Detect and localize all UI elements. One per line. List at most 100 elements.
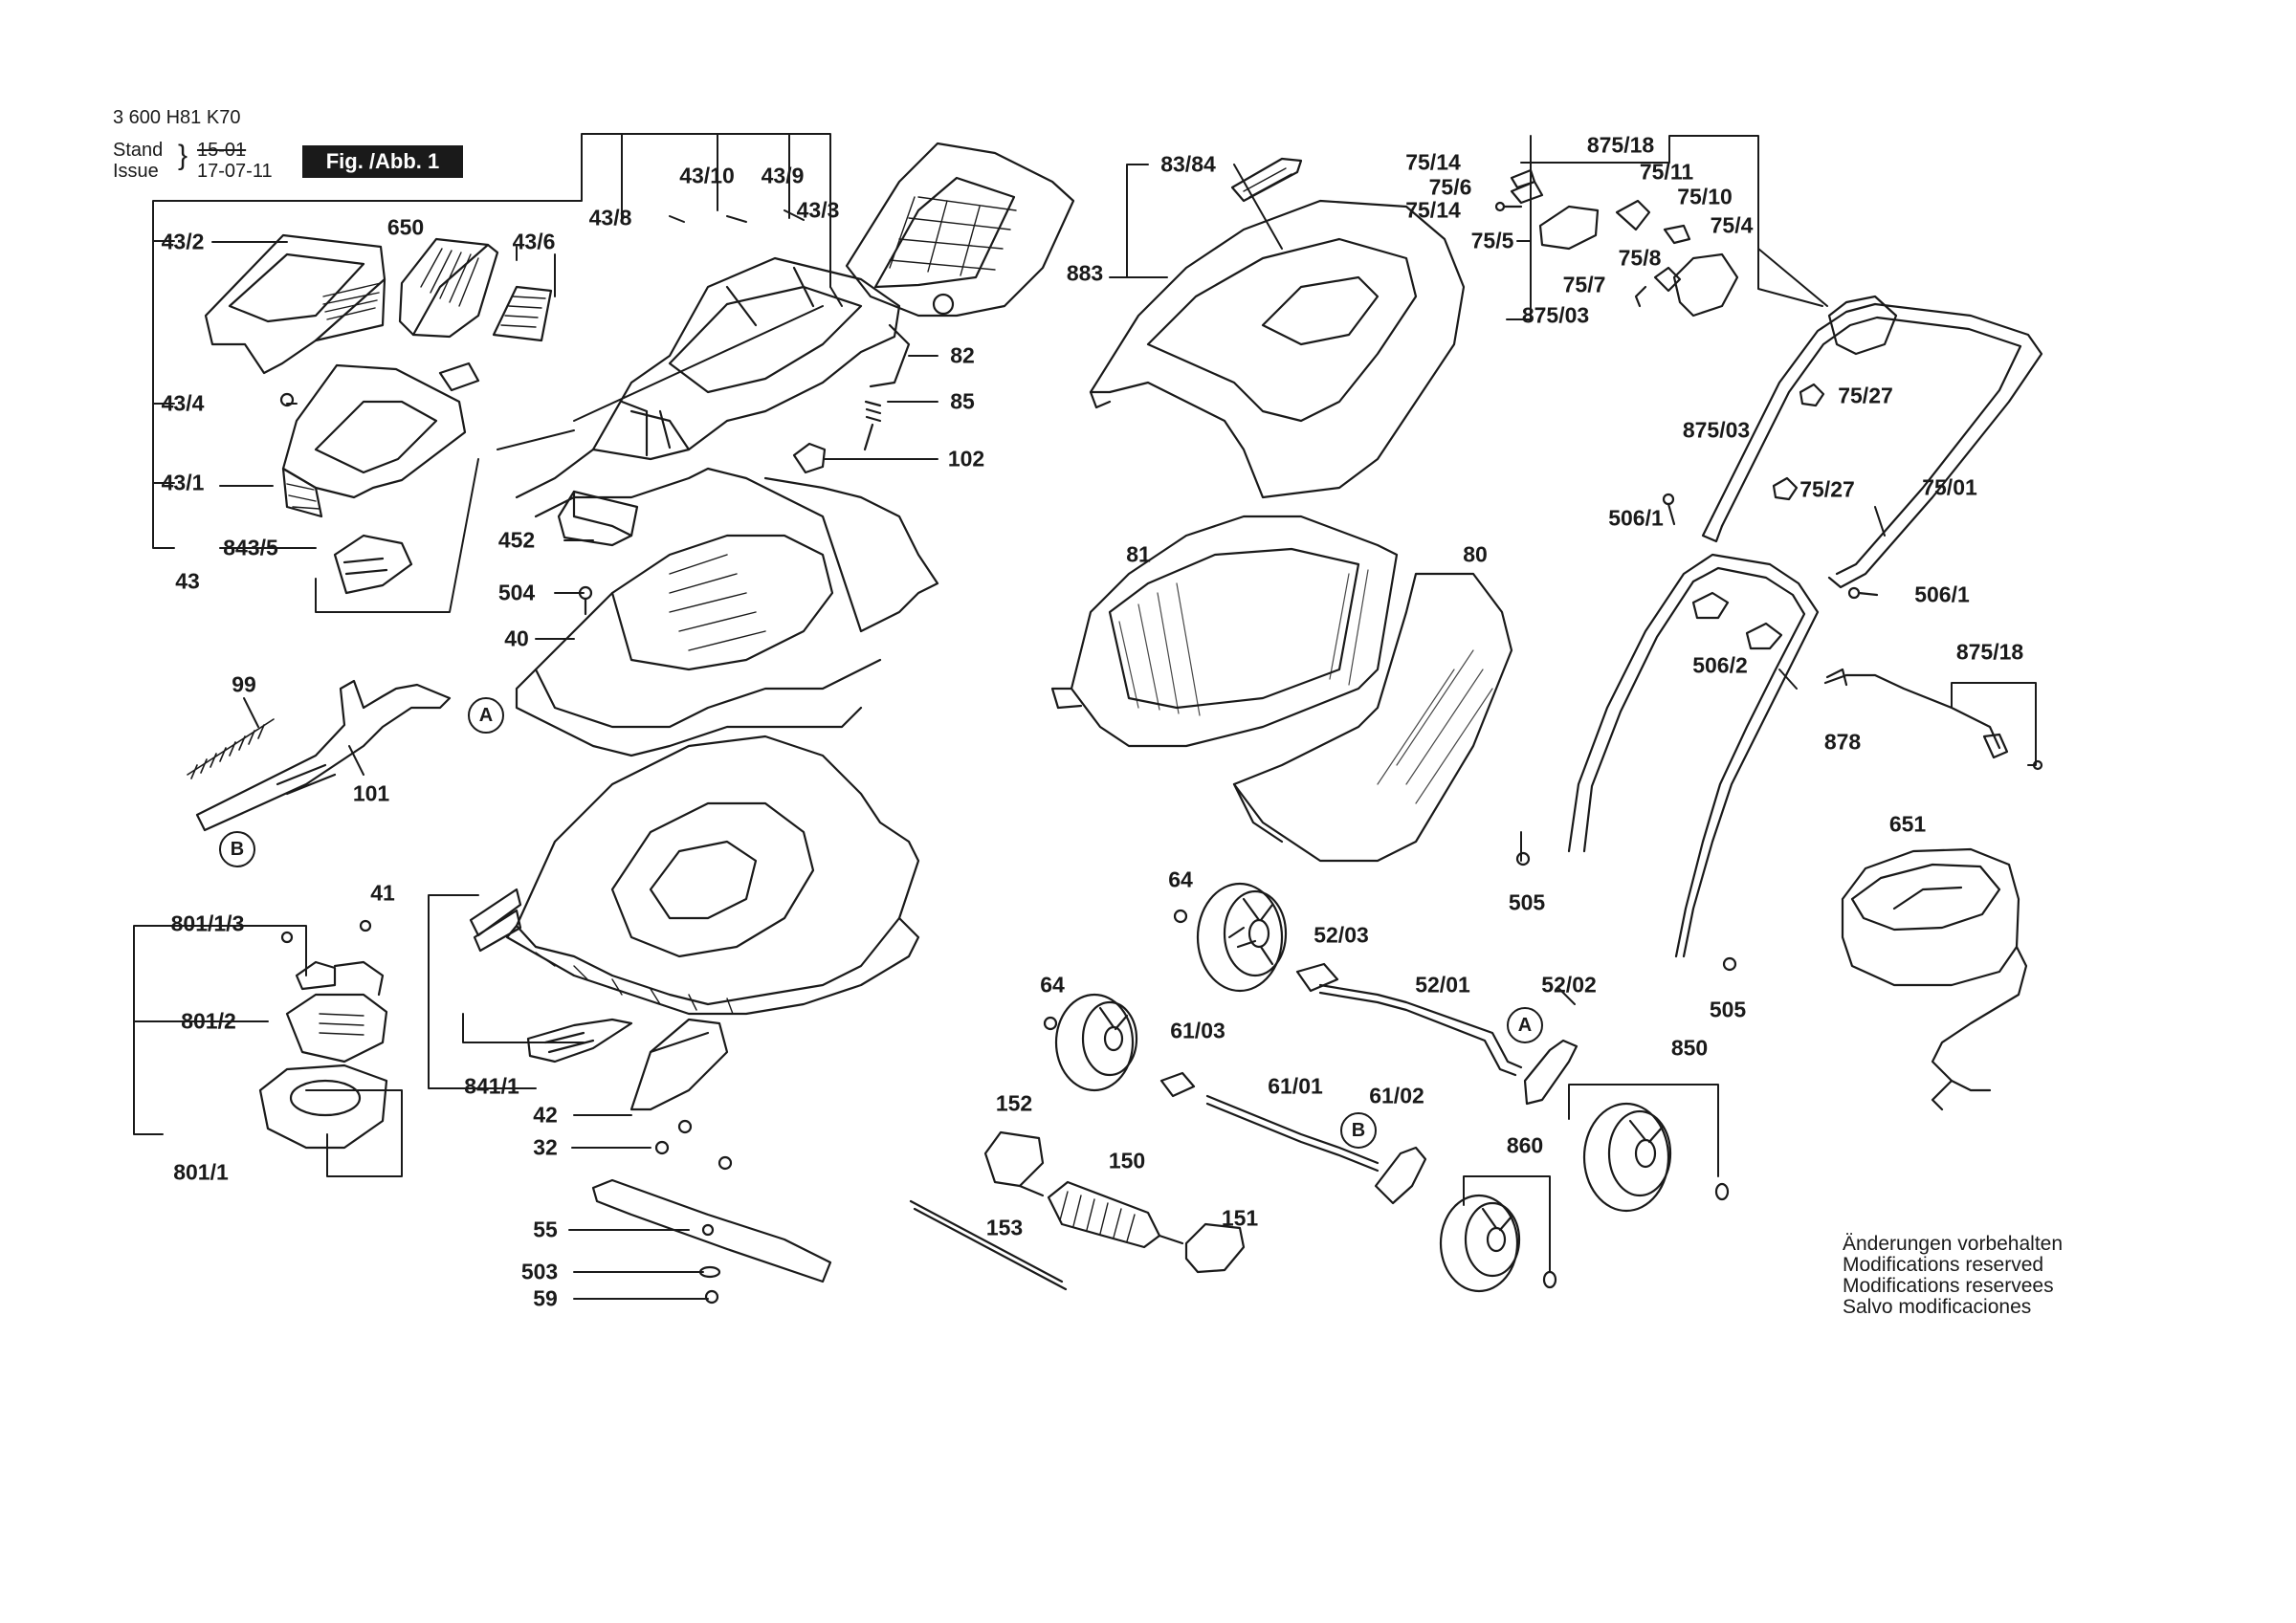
label-801-2: 801/2 bbox=[181, 1008, 236, 1034]
part-bracket-152 bbox=[983, 1130, 1045, 1197]
label-59: 59 bbox=[533, 1285, 558, 1311]
reference-marker-b-1: B bbox=[219, 831, 255, 867]
part-cover-42 bbox=[629, 1018, 729, 1111]
label-61-03: 61/03 bbox=[1170, 1018, 1225, 1043]
part-fins-41 bbox=[469, 888, 522, 953]
reference-marker-a-2: A bbox=[1507, 1007, 1543, 1043]
part-lever-101 bbox=[195, 679, 452, 832]
label-875-18-b: 875/18 bbox=[1955, 639, 2024, 665]
part-latch-843-5 bbox=[333, 534, 413, 595]
reference-marker-a-1: A bbox=[468, 697, 504, 734]
label-506-1-b: 506/1 bbox=[1914, 581, 1970, 607]
part-spring-99 bbox=[187, 718, 275, 779]
part-bush-52-03 bbox=[1295, 962, 1339, 993]
label-83-84: 83/84 bbox=[1160, 151, 1216, 177]
part-switch-housing-43-1 bbox=[279, 362, 480, 518]
part-lever-52-02 bbox=[1523, 1039, 1578, 1106]
label-75-5: 75/5 bbox=[1470, 228, 1514, 253]
part-wheel-rear-right bbox=[1582, 1102, 1672, 1213]
part-main-housing-40 bbox=[515, 256, 939, 757]
doc-number: 3 600 H81 K70 bbox=[113, 107, 241, 128]
part-lower-handle-878 bbox=[1567, 553, 1820, 958]
label-43-1: 43/1 bbox=[161, 470, 205, 495]
label-75-14-a: 75/14 bbox=[1405, 149, 1461, 175]
label-452: 452 bbox=[497, 527, 536, 553]
label-875-03-b: 875/03 bbox=[1682, 417, 1751, 443]
label-843-5: 843/5 bbox=[223, 535, 278, 560]
part-bolts-506-1 bbox=[1662, 493, 1879, 600]
notice-de: Änderungen vorbehalten bbox=[1843, 1233, 2064, 1255]
notice-es: Salvo modificaciones bbox=[1843, 1296, 2032, 1318]
part-washer-503 bbox=[698, 1265, 721, 1279]
label-64-a: 64 bbox=[1168, 866, 1193, 892]
label-841-1: 841/1 bbox=[464, 1073, 519, 1099]
label-75-4: 75/4 bbox=[1710, 212, 1754, 238]
part-cable-875-18 bbox=[1823, 668, 2043, 771]
part-deck-41 bbox=[505, 735, 920, 1016]
label-52-01: 52/01 bbox=[1415, 972, 1470, 998]
label-52-03: 52/03 bbox=[1314, 922, 1369, 948]
part-lever-61-02 bbox=[1374, 1146, 1427, 1205]
label-75-14-b: 75/14 bbox=[1405, 197, 1461, 223]
label-875-03-a: 875/03 bbox=[1521, 302, 1590, 328]
part-switch-group-75 bbox=[1494, 168, 1739, 318]
stand-value: 15-01 bbox=[197, 140, 247, 161]
label-80: 80 bbox=[1463, 541, 1488, 567]
part-axle-52-01 bbox=[1318, 983, 1523, 1077]
part-upper-handle-875-03 bbox=[1701, 295, 2043, 589]
label-43-3: 43/3 bbox=[796, 197, 840, 223]
part-roller-150 bbox=[1047, 1180, 1184, 1249]
label-43-4: 43/4 bbox=[161, 390, 205, 416]
label-650: 650 bbox=[386, 214, 425, 240]
label-801-1-3: 801/1/3 bbox=[170, 910, 245, 936]
label-150: 150 bbox=[1108, 1148, 1146, 1173]
label-506-1-a: 506/1 bbox=[1608, 505, 1664, 531]
label-878: 878 bbox=[1823, 729, 1862, 755]
part-knobs-506-2 bbox=[1691, 591, 1783, 650]
label-75-8: 75/8 bbox=[1618, 245, 1662, 271]
label-52-02: 52/02 bbox=[1541, 972, 1597, 998]
part-charger-651 bbox=[1841, 847, 2028, 1111]
brace-symbol: } bbox=[178, 140, 188, 171]
part-knobs-75-27 bbox=[1772, 383, 1825, 501]
part-wheel-rear-left bbox=[1196, 882, 1288, 993]
label-101: 101 bbox=[352, 780, 390, 806]
label-504: 504 bbox=[497, 580, 536, 605]
part-cap-151 bbox=[1184, 1222, 1246, 1274]
label-43-2: 43/2 bbox=[161, 229, 205, 254]
part-motor-801-1 bbox=[258, 919, 388, 1150]
label-42: 42 bbox=[533, 1102, 558, 1128]
label-506-2: 506/2 bbox=[1692, 652, 1748, 678]
reference-marker-b-2: B bbox=[1340, 1112, 1377, 1149]
modifications-notice: Änderungen vorbehalten Modifications res… bbox=[1843, 1234, 2063, 1318]
label-151: 151 bbox=[1221, 1205, 1259, 1231]
label-43: 43 bbox=[175, 568, 200, 594]
stand-label: Stand bbox=[113, 140, 164, 161]
label-75-27-b: 75/27 bbox=[1799, 476, 1855, 502]
part-screw-504 bbox=[578, 585, 593, 616]
label-43-8: 43/8 bbox=[588, 205, 632, 230]
part-cover-82 bbox=[845, 142, 1075, 318]
label-61-01: 61/01 bbox=[1268, 1073, 1323, 1099]
label-81: 81 bbox=[1126, 541, 1151, 567]
label-55: 55 bbox=[533, 1217, 558, 1242]
label-40: 40 bbox=[504, 625, 529, 651]
label-505-b: 505 bbox=[1709, 997, 1747, 1022]
label-875-18-a: 875/18 bbox=[1586, 132, 1655, 158]
part-small-pack-43-6 bbox=[492, 285, 553, 342]
part-screws-32 bbox=[654, 1119, 733, 1171]
label-75-01: 75/01 bbox=[1922, 474, 1977, 500]
part-rod-153 bbox=[909, 1199, 1068, 1291]
part-spring-85 bbox=[863, 400, 882, 451]
notice-en: Modifications reserved bbox=[1843, 1254, 2044, 1276]
label-43-10: 43/10 bbox=[679, 163, 735, 188]
label-32: 32 bbox=[533, 1134, 558, 1160]
leader-lines bbox=[133, 133, 2037, 1300]
label-850: 850 bbox=[1670, 1035, 1709, 1061]
part-axle-61-01 bbox=[1205, 1094, 1380, 1173]
notice-fr: Modifications reservees bbox=[1843, 1275, 2054, 1297]
label-64-b: 64 bbox=[1040, 972, 1065, 998]
figure-label: Fig. /Abb. 1 bbox=[302, 145, 463, 178]
